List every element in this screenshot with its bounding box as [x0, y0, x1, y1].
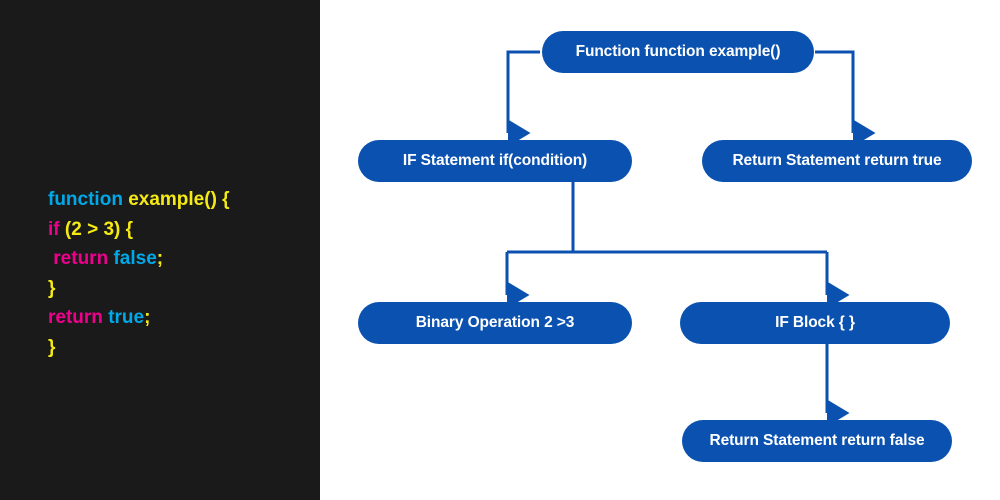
code-token: }	[48, 336, 56, 358]
node-if-block[interactable]: IF Block { }	[680, 302, 950, 344]
code-token: false	[113, 248, 157, 269]
node-function-root[interactable]: Function function example()	[542, 31, 814, 73]
code-token: }	[48, 277, 56, 299]
code-token: true	[108, 307, 145, 328]
node-binary-operation[interactable]: Binary Operation 2 >3	[358, 302, 632, 344]
code-line-6: }	[48, 333, 230, 363]
code-token: if	[48, 218, 65, 240]
code-token: function	[48, 189, 129, 210]
code-token: example() {	[128, 189, 230, 210]
code-token: return	[48, 248, 114, 269]
code-line-2: if (2 > 3) {	[48, 215, 230, 245]
code-token: (2 > 3) {	[64, 218, 134, 240]
flowchart-canvas: Function function example() IF Statement…	[320, 0, 1000, 500]
node-if-statement[interactable]: IF Statement if(condition)	[358, 140, 632, 182]
node-return-statement-false[interactable]: Return Statement return false	[682, 420, 952, 462]
code-line-1: function example() {	[48, 185, 230, 215]
node-return-statement-true[interactable]: Return Statement return true	[702, 140, 972, 182]
code-line-5: return true;	[48, 303, 230, 333]
code-token: ;	[156, 248, 164, 269]
edge-root-to-if-statement	[506, 50, 540, 147]
code-token: ;	[144, 307, 151, 328]
source-code-block: function example() {if (2 > 3) { return …	[48, 185, 230, 362]
code-line-4: }	[48, 274, 230, 304]
code-line-3: return false;	[48, 244, 230, 274]
edge-root-to-return-true	[815, 50, 876, 147]
code-panel: function example() {if (2 > 3) { return …	[0, 0, 320, 500]
code-token: return	[48, 307, 109, 328]
